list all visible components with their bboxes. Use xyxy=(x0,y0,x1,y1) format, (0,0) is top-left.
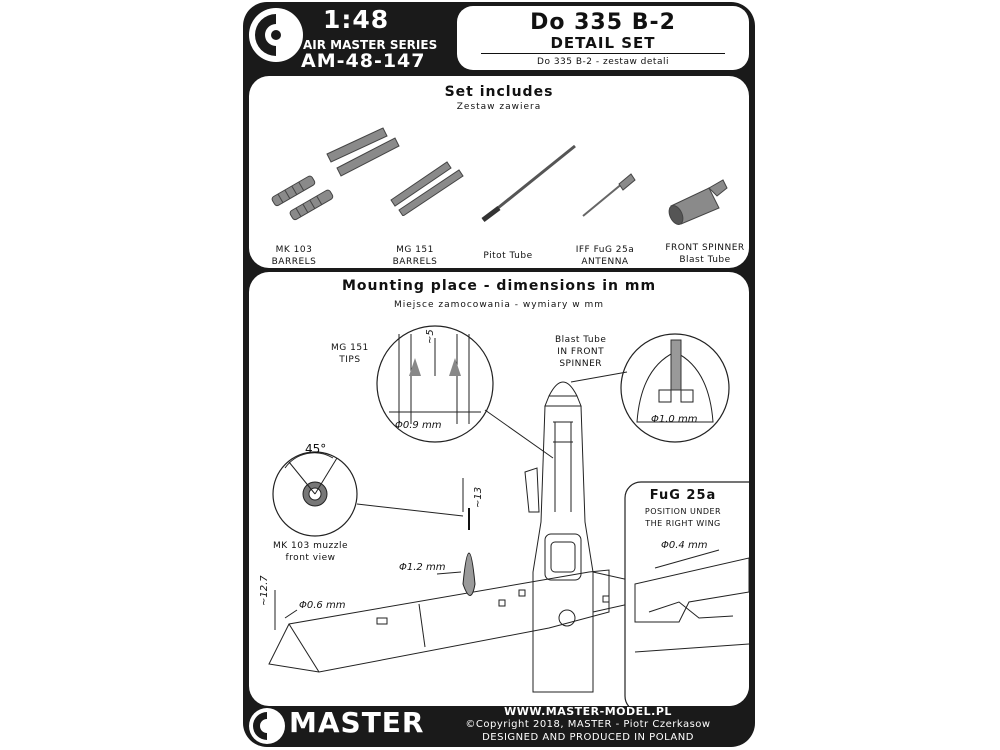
mg151-tips-line1: MG 151 xyxy=(331,343,369,353)
fug25a-title: FuG 25a xyxy=(649,488,717,503)
mk103-barrels-line1: MK 103 xyxy=(275,245,313,255)
iff-antenna-line2: ANTENNA xyxy=(581,257,629,267)
mk103-barrels-line2: BARRELS xyxy=(271,257,317,267)
mk103-muzzle-callout xyxy=(272,451,464,537)
aircraft-drawing xyxy=(268,325,749,706)
blast-tube-callout-line2: IN FRONT xyxy=(557,347,605,357)
wingtip-dim: Φ0.6 mm xyxy=(299,600,346,611)
master-logo-icon xyxy=(255,14,281,56)
blast-tube-callout-label: Blast Tube IN FRONT SPINNER xyxy=(555,334,606,370)
blast-tube-line2: Blast Tube xyxy=(679,255,731,265)
mg151-tips-dim: Φ0.9 mm xyxy=(395,420,442,431)
mg151-tips-callout xyxy=(376,325,554,459)
blast-tube-dim: Φ1.0 mm xyxy=(651,414,698,425)
detail-sheet: 1:48 AIR MASTER SERIES AM-48-147 Do 335 … xyxy=(243,2,755,747)
mounting-panel: Mounting place - dimensions in mm Miejsc… xyxy=(249,272,749,706)
mg151-barrels-label: MG 151 BARRELS xyxy=(393,244,438,268)
pitot-tube-label: Pitot Tube xyxy=(483,250,532,262)
fug25a-dim: Φ0.4 mm xyxy=(661,540,708,551)
mounting-title: Mounting place - dimensions in mm xyxy=(341,278,657,294)
blast-tube-icon xyxy=(668,179,728,225)
series-label: AIR MASTER SERIES xyxy=(303,38,438,52)
pitot-tube-icon xyxy=(481,144,576,222)
blast-tube-callout-line1: Blast Tube xyxy=(555,335,607,345)
blast-tube-callout xyxy=(570,333,730,443)
footer-url: WWW.MASTER-MODEL.PL xyxy=(504,705,672,718)
mounting-subtitle: Miejsce zamocowania - wymiary w mm xyxy=(394,300,604,310)
mg151-barrels-icon xyxy=(390,161,464,216)
iff-antenna-line1: IFF FuG 25a xyxy=(575,245,635,255)
wingtip-len: ~12.7 xyxy=(259,575,270,606)
footer-copyright: ©Copyright 2018, MASTER - Piotr Czerkaso… xyxy=(465,719,711,730)
product-code: AM-48-147 xyxy=(301,50,426,72)
footer-brand: MASTER xyxy=(289,706,425,739)
pitot-dim: Φ1.2 mm xyxy=(399,562,446,573)
footer-logo-badge xyxy=(249,708,285,744)
iff-antenna-label: IFF FuG 25a ANTENNA xyxy=(576,244,635,268)
mk103-muzzle-line1: MK 103 muzzle xyxy=(273,541,349,551)
product-subtitle-pl: Do 335 B-2 - zestaw detali xyxy=(537,57,669,67)
set-includes-subtitle: Zestaw zawiera xyxy=(456,102,542,112)
title-divider xyxy=(481,53,725,54)
pitot-tube-line1: Pitot Tube xyxy=(483,251,533,261)
blast-tube-label: FRONT SPINNER Blast Tube xyxy=(665,242,744,266)
set-includes-title: Set includes xyxy=(444,84,554,100)
footer-made: DESIGNED AND PRODUCED IN POLAND xyxy=(482,732,694,743)
iff-antenna-icon xyxy=(582,173,636,217)
fug25a-label: POSITION UNDER THE RIGHT WING xyxy=(645,506,721,530)
mg151-tips-label: MG 151 TIPS xyxy=(331,342,369,366)
mk103-muzzle-line2: front view xyxy=(285,553,336,563)
fug25a-line2: THE RIGHT WING xyxy=(645,519,721,528)
set-includes-panel: Set includes Zestaw zawiera MK 103 xyxy=(249,76,749,268)
product-subtitle: DETAIL SET xyxy=(550,34,656,52)
pitot-len: ~13 xyxy=(473,486,484,508)
mg151-tips-line2: TIPS xyxy=(339,355,361,365)
blast-tube-callout-line3: SPINNER xyxy=(559,359,603,369)
mg151-tips-len: ~5 xyxy=(425,329,436,344)
fug25a-inset xyxy=(624,481,749,706)
blast-tube-line1: FRONT SPINNER xyxy=(665,243,745,253)
mg151-barrels-line2: BARRELS xyxy=(392,257,438,267)
mg151-barrels-line1: MG 151 xyxy=(396,245,434,255)
title-panel xyxy=(457,6,749,70)
footer-logo-icon xyxy=(253,712,267,740)
mk103-muzzle-label: MK 103 muzzle front view xyxy=(273,540,348,564)
product-title: Do 335 B-2 xyxy=(530,10,676,35)
mk103-barrels-icon xyxy=(271,127,400,221)
scale-label: 1:48 xyxy=(323,5,390,34)
mk103-barrels-label: MK 103 BARRELS xyxy=(272,244,317,268)
mk103-angle: 45° xyxy=(305,442,327,456)
fug25a-line1: POSITION UNDER xyxy=(644,507,722,516)
master-logo-badge xyxy=(249,8,303,62)
